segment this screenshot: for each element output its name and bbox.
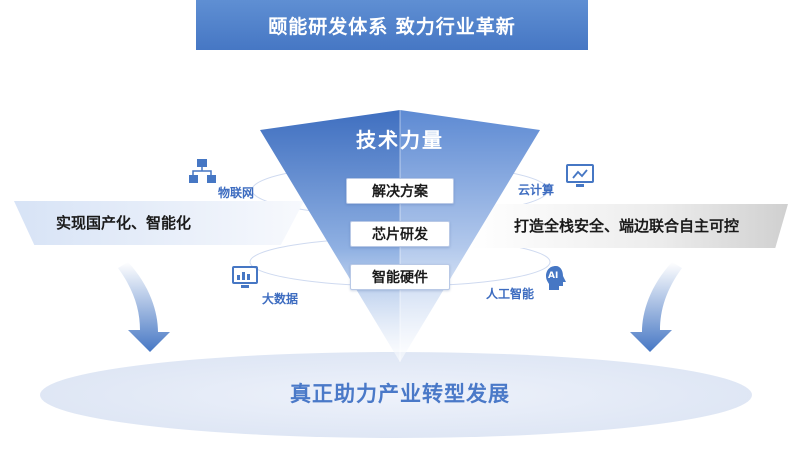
header-title: 颐能研发体系 致力行业革新 [268, 15, 516, 38]
monitor-chart-icon [232, 266, 258, 288]
left-curve-arrow [118, 262, 170, 352]
right-band [470, 204, 788, 248]
tag-cloud: 云计算 [518, 183, 555, 197]
left-band-label: 实现国产化、智能化 [56, 214, 192, 232]
pyramid-face-right [400, 110, 540, 362]
ai-head-icon: AI [544, 264, 568, 292]
bottom-title: 真正助力产业转型发展 [290, 382, 510, 406]
network-nodes-icon [189, 159, 216, 183]
right-band-label: 打造全栈安全、端边联合自主可控 [514, 217, 740, 235]
header-banner: 颐能研发体系 致力行业革新 [196, 0, 588, 50]
pill-solutions: 解决方案 [346, 178, 454, 204]
tag-big-data: 大数据 [262, 292, 299, 306]
right-curve-arrow [630, 262, 682, 352]
tag-ai: 人工智能 [486, 287, 535, 301]
pill-smart-hardware: 智能硬件 [350, 264, 450, 290]
pill-chip-rd: 芯片研发 [350, 221, 450, 247]
cloud-monitor-icon [566, 164, 594, 187]
pyramid-title: 技术力量 [356, 128, 444, 152]
left-band [14, 201, 304, 245]
ai-badge-text: AI [548, 271, 559, 281]
ground-ellipse [40, 352, 752, 438]
tag-iot: 物联网 [218, 186, 255, 200]
inverted-pyramid [260, 110, 540, 362]
pyramid-face-left [260, 110, 400, 362]
